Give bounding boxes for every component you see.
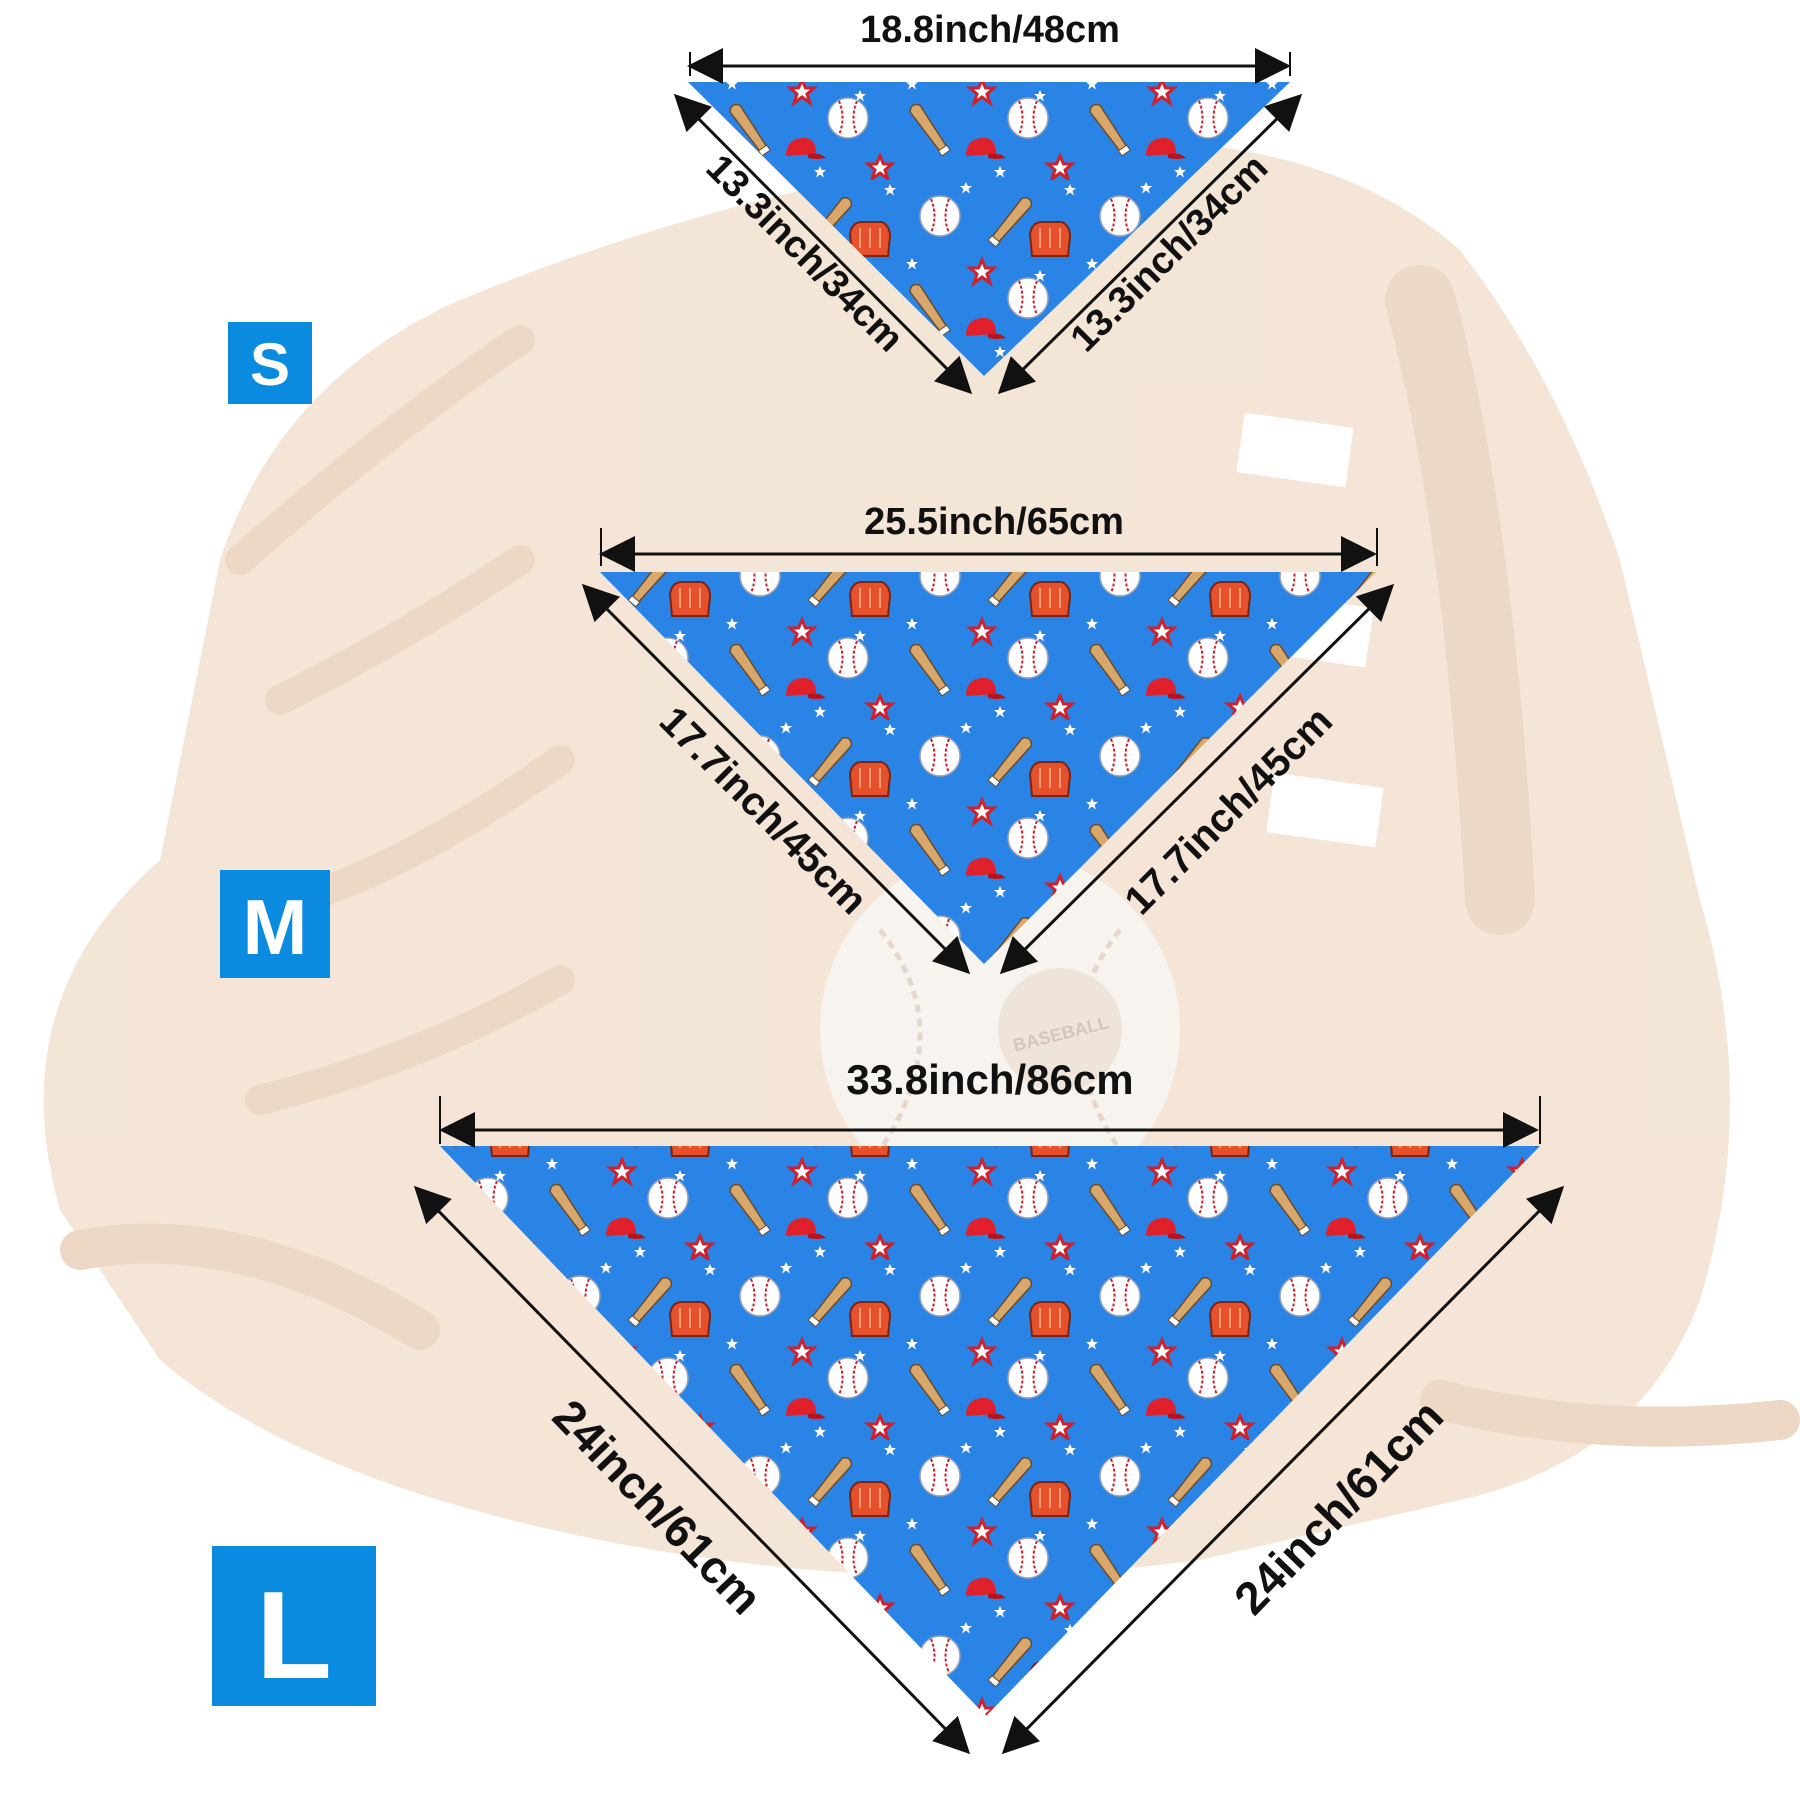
large-right-dimension-line — [1001, 1185, 1565, 1755]
medium-width-label: 25.5inch/65cm — [864, 501, 1124, 543]
size-badge-m: M — [220, 870, 330, 978]
small-left-dimension-line — [673, 93, 973, 395]
small-right-dimension-line — [997, 93, 1303, 395]
size-badge-m-label: M — [243, 883, 308, 971]
size-badge-l: L — [212, 1546, 376, 1706]
large-left-dimension-line — [413, 1185, 971, 1755]
size-badge-s: S — [228, 322, 312, 404]
size-badge-l-label: L — [256, 1567, 332, 1705]
small-width-label: 18.8inch/48cm — [860, 9, 1120, 51]
medium-left-dimension-line — [581, 583, 971, 975]
size-badge-s-label: S — [250, 331, 290, 398]
medium-right-dimension-line — [999, 583, 1395, 975]
large-width-label: 33.8inch/86cm — [846, 1056, 1133, 1103]
